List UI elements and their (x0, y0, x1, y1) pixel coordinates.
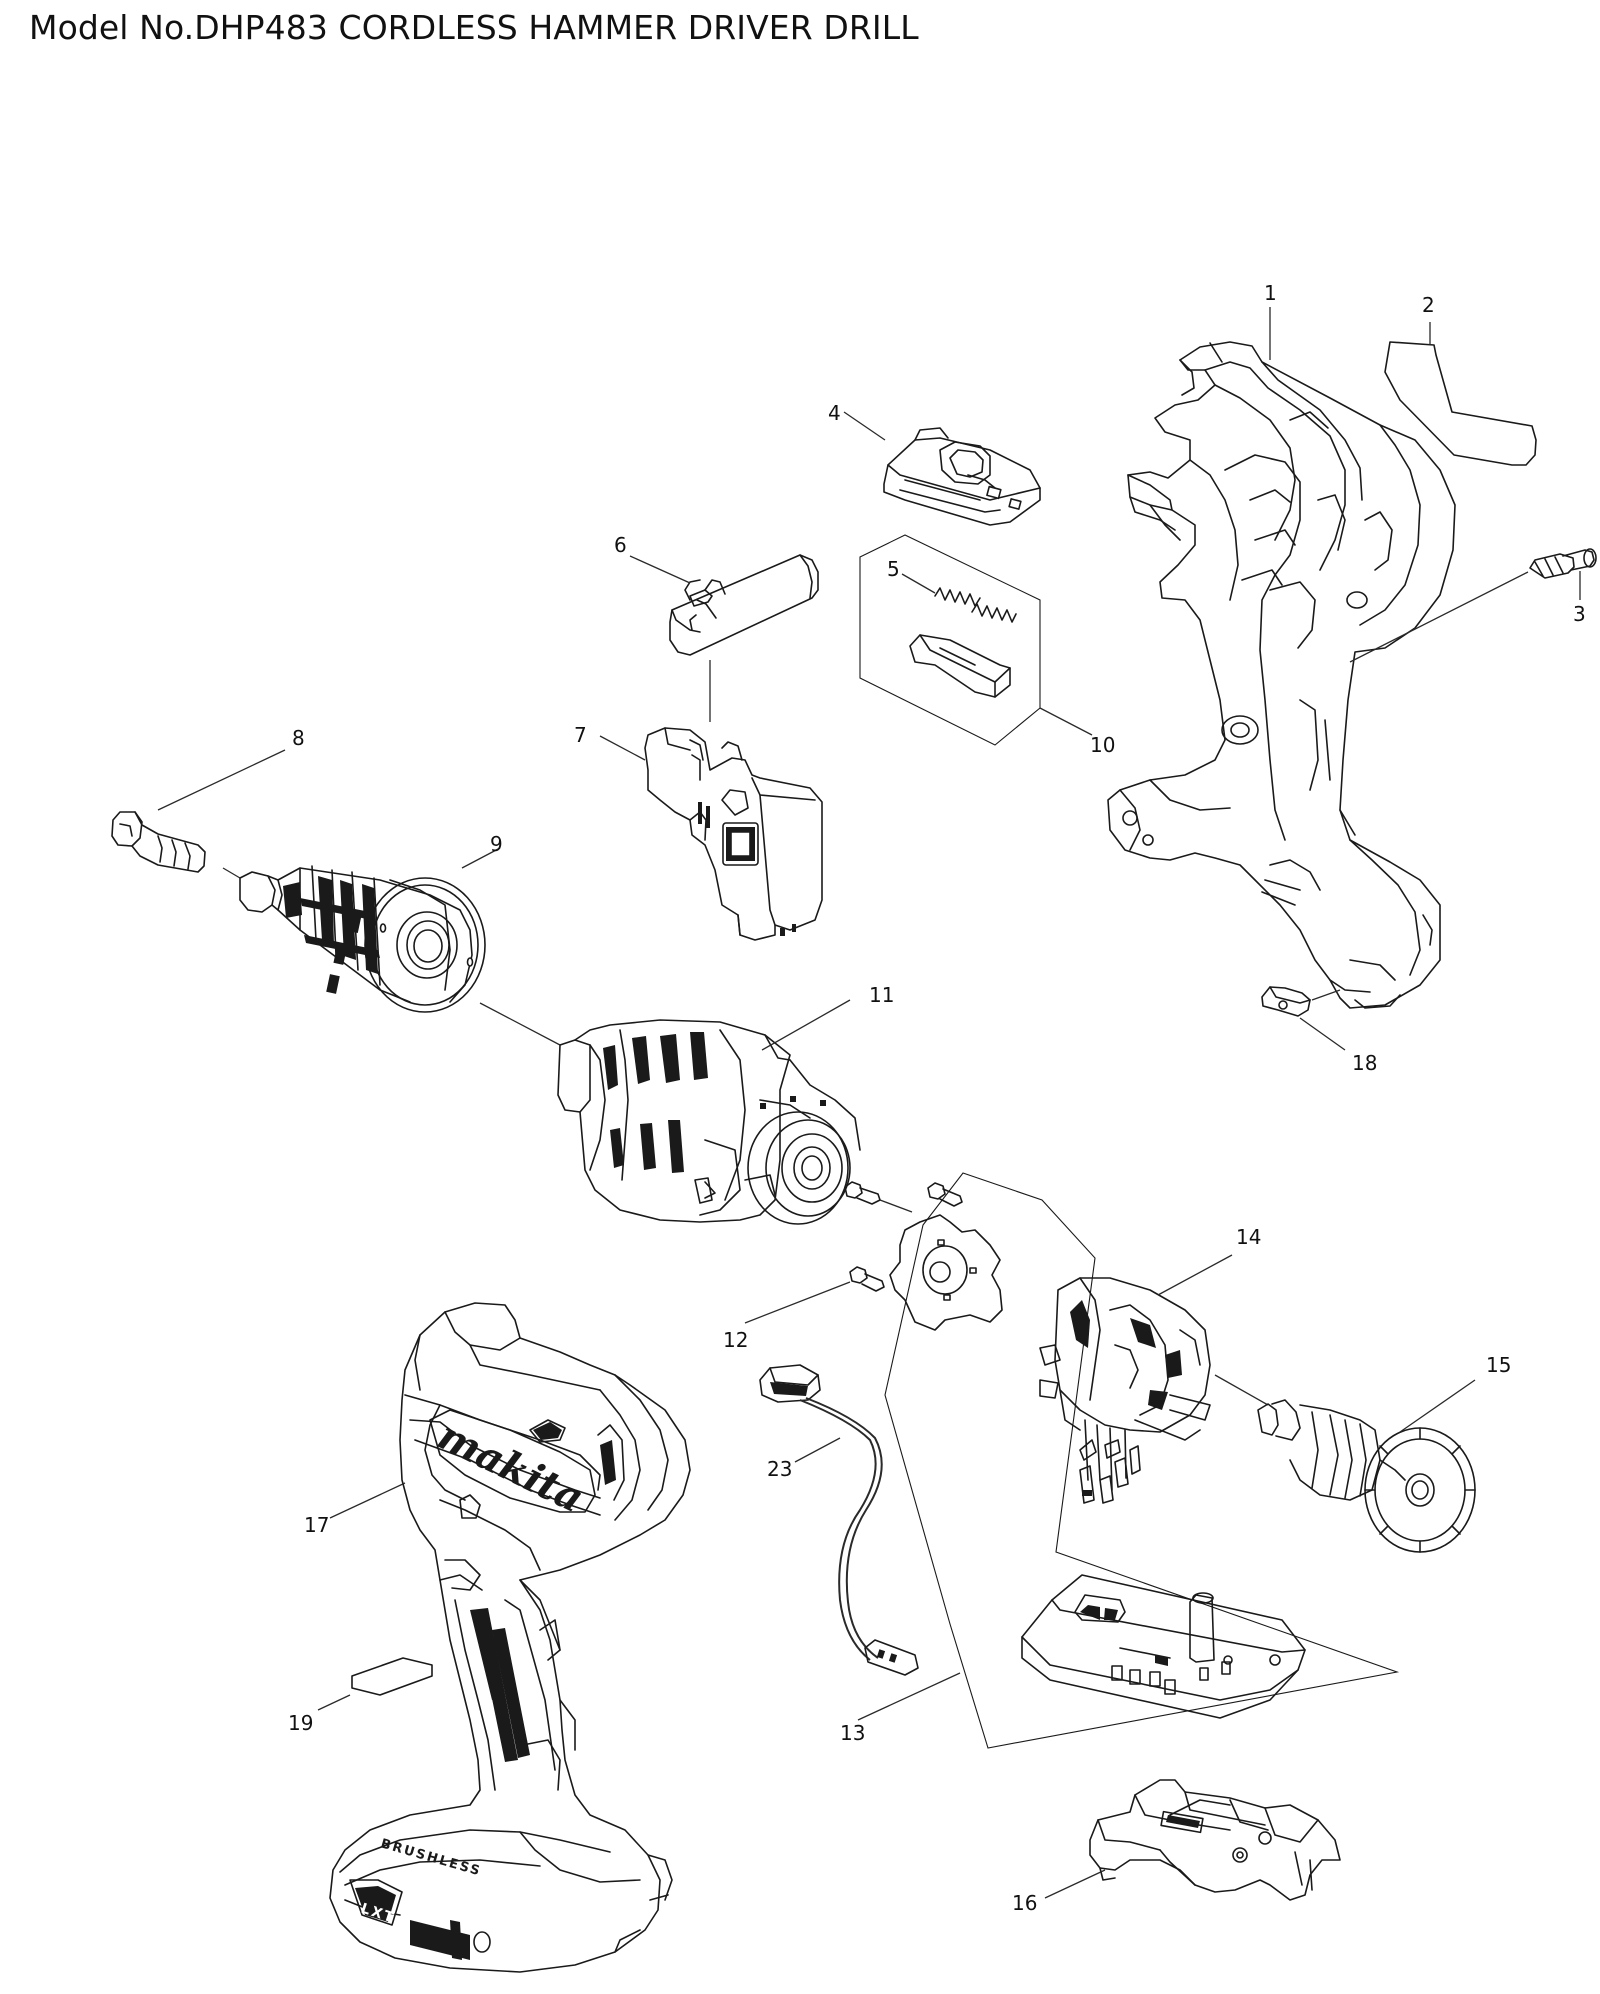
callout-4: 4 (828, 401, 841, 425)
callout-18: 18 (1352, 1051, 1377, 1075)
part-7-switch (599, 727, 823, 941)
callout-11: 11 (869, 983, 894, 1007)
part-12-screws (744, 1181, 963, 1324)
part-14-stator (1039, 1254, 1233, 1504)
part-16-terminal (1044, 1779, 1341, 1901)
callout-16: 16 (1012, 1891, 1037, 1915)
part-6-knob (629, 554, 819, 722)
brushless-marking: BRUSHLESS (379, 1836, 483, 1879)
callout-2: 2 (1422, 293, 1435, 317)
part-5-springs (901, 573, 1017, 623)
callout-13: 13 (840, 1721, 865, 1745)
part-2-label (1384, 322, 1537, 466)
part-13-controller (857, 1172, 1400, 1749)
part-17-housing: makita BRUSHLESS LXT (329, 1302, 691, 1973)
callout-14: 14 (1236, 1225, 1261, 1249)
callout-12: 12 (723, 1328, 748, 1352)
callout-17: 17 (304, 1513, 329, 1537)
part-10-reverse-lever-assembly (859, 534, 1093, 746)
callout-1: 1 (1264, 281, 1277, 305)
callout-3: 3 (1573, 602, 1586, 626)
callout-numbers: 1 2 3 4 5 6 7 8 9 10 11 12 13 14 15 16 1… (288, 281, 1586, 1915)
part-4-switch-cover (843, 411, 1041, 526)
part-1-housing-half (1107, 341, 1456, 1009)
callout-19: 19 (288, 1711, 313, 1735)
part-23-wire (759, 1364, 919, 1676)
part-3-screw (1349, 548, 1597, 663)
callout-15: 15 (1486, 1353, 1511, 1377)
callout-6: 6 (614, 533, 627, 557)
callout-23: 23 (767, 1457, 792, 1481)
callout-10: 10 (1090, 733, 1115, 757)
callout-8: 8 (292, 726, 305, 750)
callout-7: 7 (574, 723, 587, 747)
part-18-clip (1261, 986, 1346, 1051)
part-15-rotor (1214, 1374, 1476, 1553)
part-8-screw (111, 749, 286, 873)
part-11-gear-assembly (557, 999, 861, 1225)
part-19-label (317, 1657, 433, 1711)
part-9-keyless-chuck (222, 847, 561, 1046)
callout-5: 5 (887, 557, 900, 581)
callout-9: 9 (490, 832, 503, 856)
page-title: Model No.DHP483 CORDLESS HAMMER DRIVER D… (29, 8, 919, 47)
